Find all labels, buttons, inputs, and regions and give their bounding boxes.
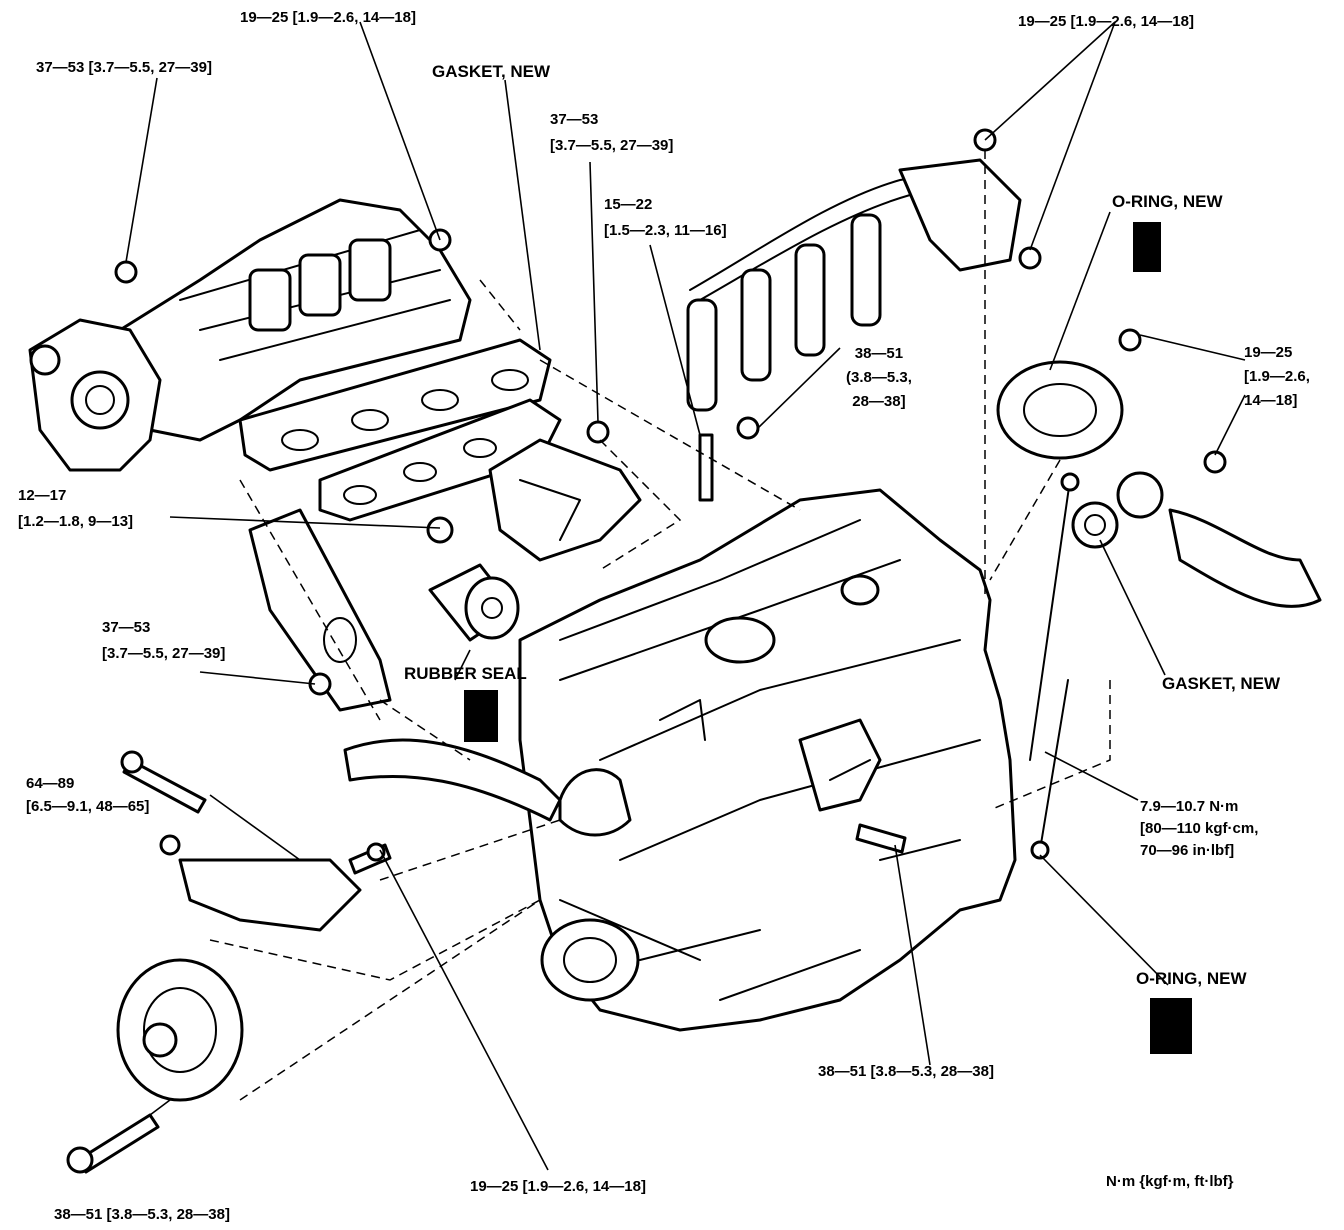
ignition-wires bbox=[686, 158, 1022, 412]
manifold-gasket bbox=[238, 338, 552, 472]
oil-filter bbox=[428, 563, 520, 642]
torque-label-center-a: 37—53 [3.7—5.5, 27—39] bbox=[550, 111, 674, 154]
torque-label-top-right: 19—25 [1.9—2.6, 14—18] bbox=[1018, 13, 1194, 30]
leader-lines bbox=[125, 21, 1246, 1171]
distributor bbox=[996, 360, 1124, 460]
oil-dipstick bbox=[1029, 472, 1080, 860]
torque-label-left-bolt: 64—89 [6.5—9.1, 48—65] bbox=[26, 775, 150, 815]
torque-label-right-lower: 7.9—10.7 N·m [80—110 kgf·cm, 70—96 in·lb… bbox=[1140, 798, 1259, 859]
throttle-body bbox=[28, 318, 162, 472]
replace-symbol-rubber-seal bbox=[464, 690, 498, 742]
adjuster-bracket bbox=[159, 834, 362, 932]
part-label-rubber-seal: RUBBER SEAL bbox=[404, 664, 527, 683]
water-pipe bbox=[343, 738, 562, 822]
torque-label-left-mid: 12—17 [1.2—1.8, 9—13] bbox=[18, 487, 134, 530]
alternator-bracket bbox=[248, 508, 392, 712]
engine-block bbox=[518, 488, 1017, 1032]
part-label-o-ring-new-bottom: O-RING, NEW bbox=[1136, 969, 1247, 988]
part-label-o-ring-new-top: O-RING, NEW bbox=[1112, 192, 1223, 211]
torque-label-center-c: 38—51 (3.8—5.3, 28—38] bbox=[846, 345, 912, 410]
torque-label-right-mid: 19—25 [1.9—2.6, 14—18] bbox=[1244, 344, 1310, 409]
part-label-gasket-new-right: GASKET, NEW bbox=[1162, 674, 1281, 693]
replace-symbol-o-ring-top bbox=[1133, 222, 1161, 272]
engine-mount bbox=[488, 438, 642, 562]
part-label-gasket-new-top: GASKET, NEW bbox=[432, 62, 551, 81]
water-hose bbox=[1071, 471, 1322, 608]
intake-manifold bbox=[118, 198, 472, 442]
torque-label-top-center: 19—25 [1.9—2.6, 14—18] bbox=[240, 9, 416, 26]
torque-label-left-lower: 37—53 [3.7—5.5, 27—39] bbox=[102, 619, 226, 662]
alternator bbox=[116, 958, 244, 1102]
torque-label-bottom-center: 19—25 [1.9—2.6, 14—18] bbox=[470, 1178, 646, 1195]
torque-label-center-b: 15—22 [1.5—2.3, 11—16] bbox=[604, 196, 727, 239]
torque-label-top-left: 37—53 [3.7—5.5, 27—39] bbox=[36, 59, 212, 76]
torque-label-bottom-left: 38—51 [3.8—5.3, 28—38] bbox=[54, 1206, 230, 1223]
units-label: N·m {kgf·m, ft·lbf} bbox=[1106, 1173, 1234, 1190]
torque-label-bottom-right: 38—51 [3.8—5.3, 28—38] bbox=[818, 1063, 994, 1080]
alignment-lines bbox=[209, 150, 1111, 1101]
replace-symbol-o-ring-bottom bbox=[1150, 998, 1192, 1054]
